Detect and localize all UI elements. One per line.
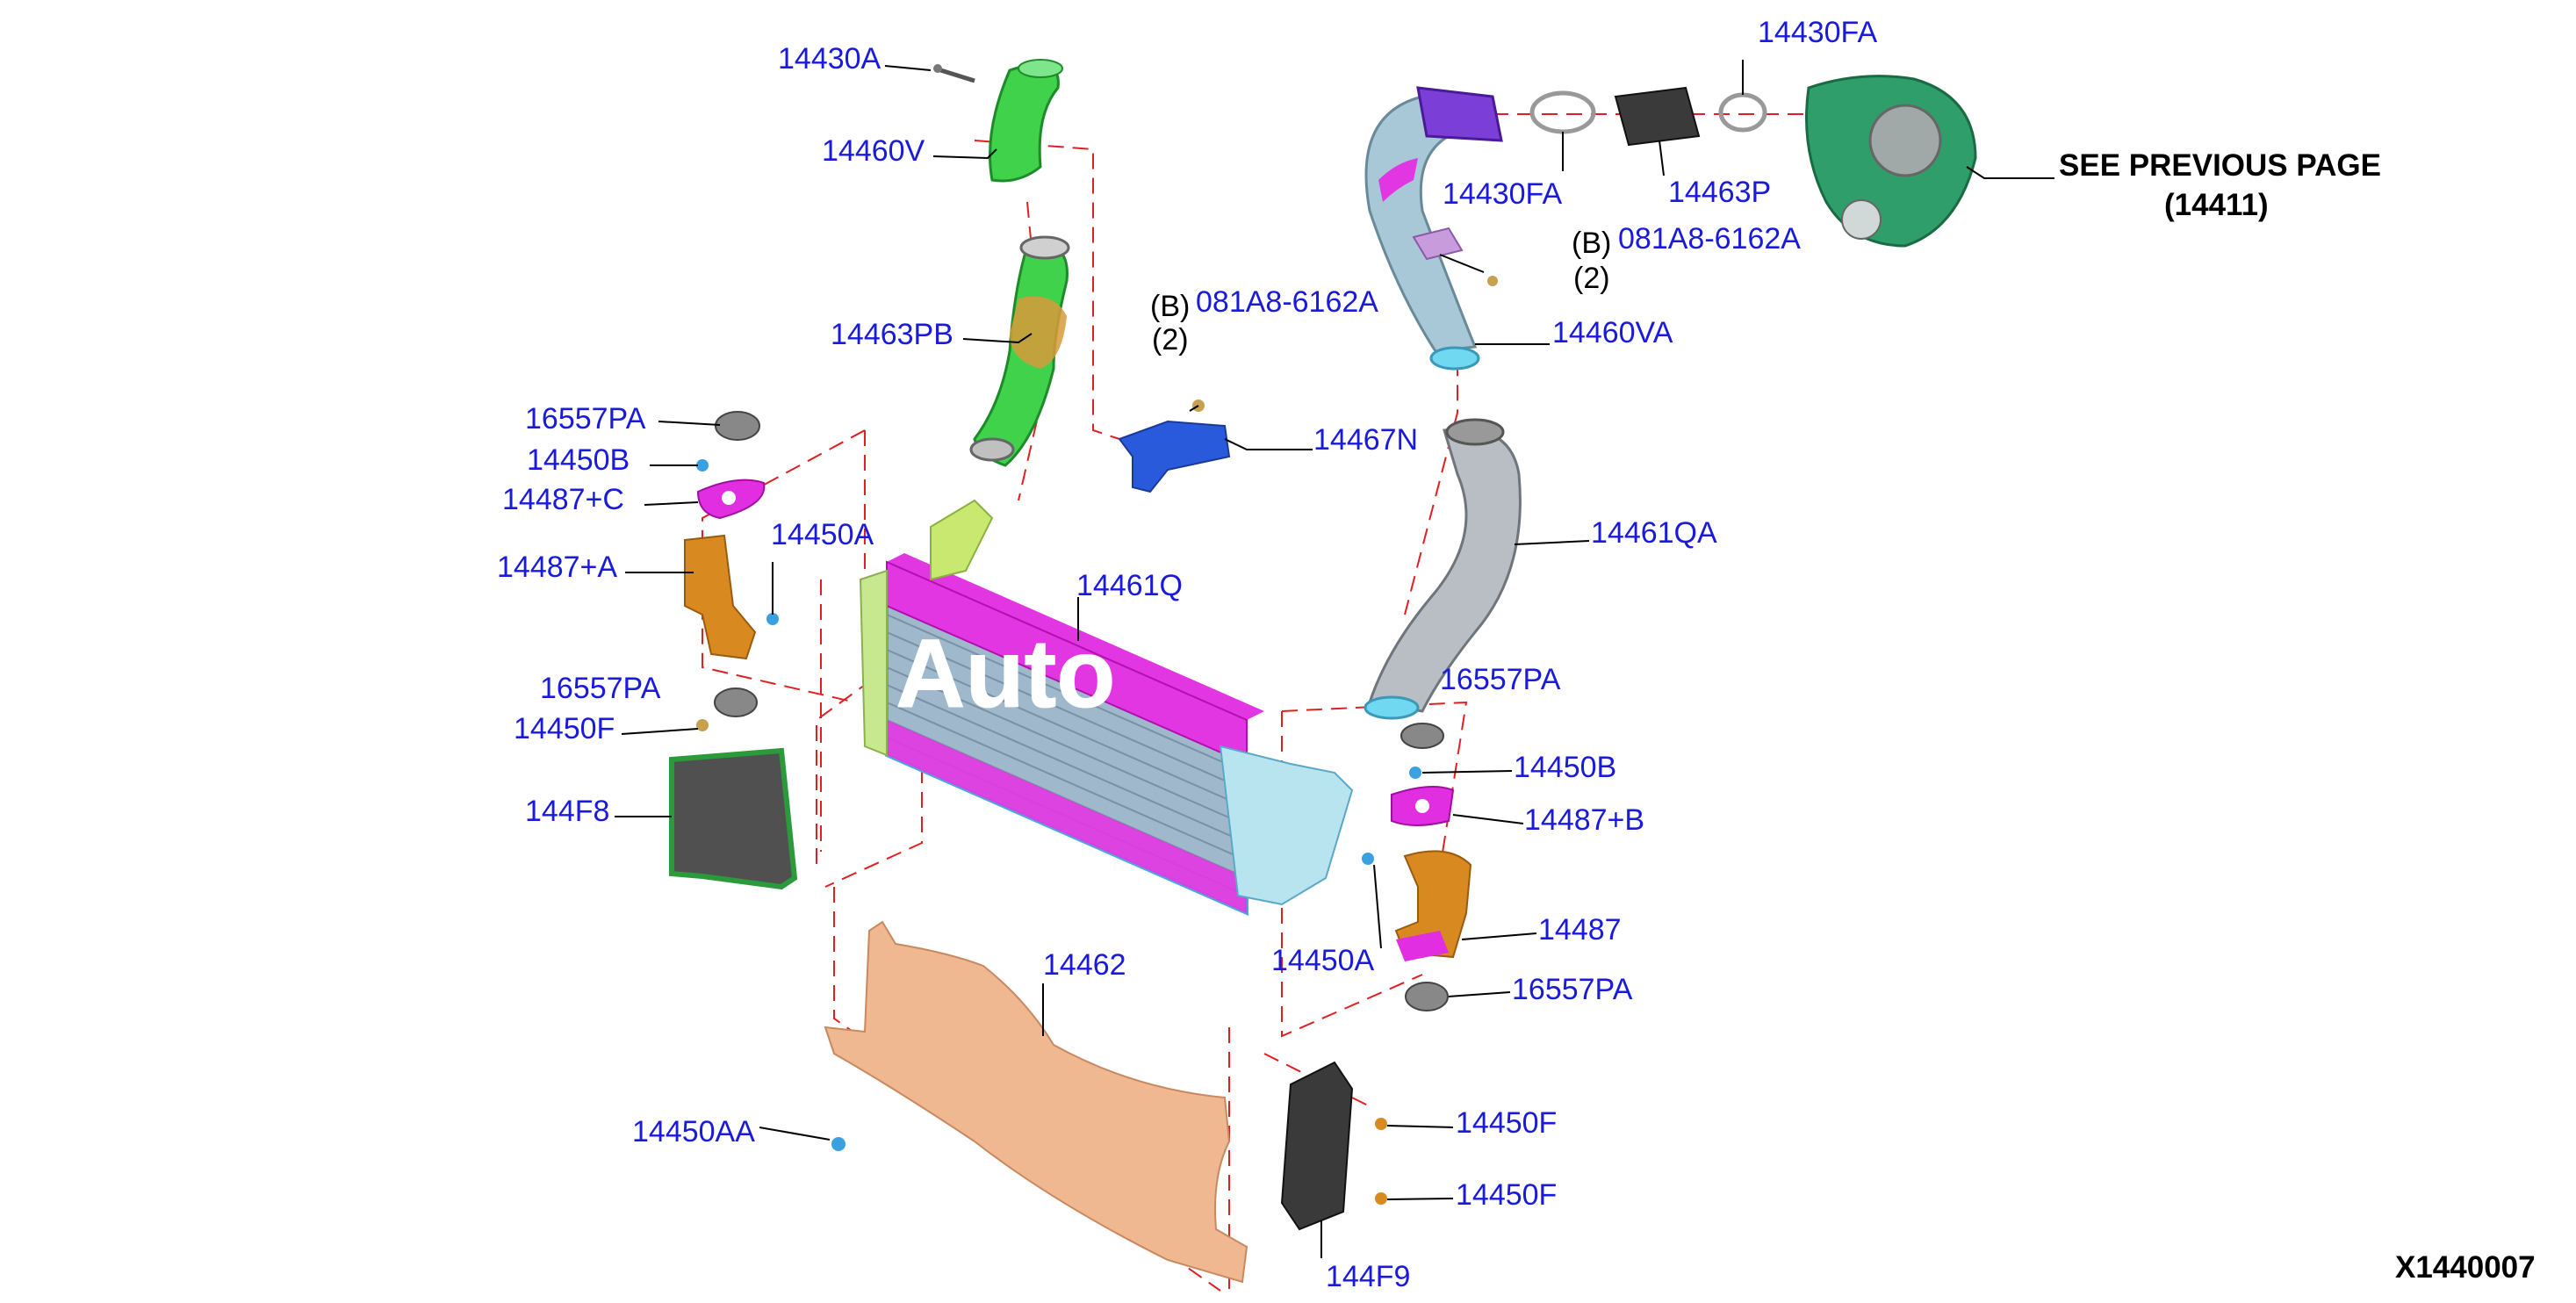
sleeve-purple[interactable] [1416, 86, 1503, 142]
panel-144F9[interactable] [1280, 1061, 1354, 1231]
label-14463P[interactable]: 14463P [1668, 176, 1771, 209]
label-16557PA-left-bottom[interactable]: 16557PA [540, 672, 661, 705]
label-14460VA[interactable]: 14460VA [1552, 316, 1673, 349]
tube-14460VA[interactable] [1364, 95, 1480, 371]
bracket-14487B[interactable] [1391, 786, 1455, 826]
label-14467N[interactable]: 14467N [1313, 423, 1418, 457]
isolator-16557PA-right-bottom[interactable] [1405, 982, 1449, 1011]
clamp-14430FA-b[interactable] [1718, 92, 1767, 133]
label-081A8-left[interactable]: 081A8-6162A [1196, 285, 1378, 319]
intercooler-14461Q[interactable] [859, 499, 1354, 917]
label-14450A-right[interactable]: 14450A [1271, 944, 1375, 977]
label-14450F-right-1[interactable]: 14450F [1456, 1106, 1557, 1140]
label-144F8[interactable]: 144F8 [525, 795, 609, 828]
bolt-14450F-right-2[interactable] [1375, 1192, 1387, 1205]
label-14462[interactable]: 14462 [1043, 948, 1126, 982]
leader-lines [615, 60, 2054, 1258]
label-14460V[interactable]: 14460V [822, 134, 925, 168]
label-14430FA-top[interactable]: 14430FA [1758, 16, 1877, 49]
label-16557PA-right-top[interactable]: 16557PA [1440, 663, 1561, 696]
label-14461Q[interactable]: 14461Q [1076, 569, 1183, 602]
label-14450AA[interactable]: 14450AA [632, 1115, 755, 1148]
label-14450B-left[interactable]: 14450B [527, 443, 630, 477]
panel-144F8[interactable] [669, 747, 798, 890]
watermark: Auto [896, 620, 1115, 728]
screw-14430A[interactable] [933, 64, 975, 83]
hose-14463PB[interactable] [969, 235, 1070, 467]
bolt-14450B-left[interactable] [696, 459, 709, 472]
bolt-14450A-right[interactable] [1362, 853, 1374, 865]
label-14450F-left[interactable]: 14450F [514, 712, 615, 745]
label-16557PA-left-top[interactable]: 16557PA [525, 402, 646, 436]
tube-14461QA[interactable] [1364, 418, 1522, 720]
label-144F9[interactable]: 144F9 [1326, 1260, 1410, 1293]
label-14463PB[interactable]: 14463PB [831, 318, 953, 351]
bracket-14487A[interactable] [684, 534, 757, 660]
label-081A8-right[interactable]: 081A8-6162A [1618, 222, 1801, 256]
bolt-14450B-right[interactable] [1409, 767, 1421, 779]
label-14430FA-mid[interactable]: 14430FA [1443, 177, 1562, 211]
label-B-right: (B) [1572, 227, 1611, 260]
label-14487B[interactable]: 14487+B [1524, 803, 1644, 837]
bracket-14487C[interactable] [696, 479, 766, 520]
label-B-left: (B) [1150, 290, 1190, 323]
label-14450A-left[interactable]: 14450A [771, 518, 874, 551]
label-14487[interactable]: 14487 [1538, 913, 1622, 947]
label-14450B-right[interactable]: 14450B [1514, 751, 1616, 784]
figure-code: X1440007 [2395, 1250, 2536, 1285]
hose-14463P[interactable] [1614, 86, 1701, 147]
isolator-16557PA-left-top[interactable] [715, 411, 760, 441]
clamp-14430FA-a[interactable] [1529, 90, 1596, 134]
deflector-14462[interactable] [824, 920, 1248, 1284]
bolt-14450AA[interactable] [831, 1137, 845, 1151]
label-14461QA[interactable]: 14461QA [1591, 516, 1717, 550]
label-14450F-right-2[interactable]: 14450F [1456, 1178, 1557, 1212]
label-qty-right: (2) [1573, 262, 1610, 295]
bolt-14450F-left[interactable] [696, 719, 709, 731]
label-14487A[interactable]: 14487+A [497, 551, 617, 584]
turbocharger[interactable] [1805, 75, 1977, 248]
see-previous-page: SEE PREVIOUS PAGE [2059, 148, 2381, 183]
bracket-mount-right[interactable] [1412, 227, 1498, 286]
bolt-14450F-right-1[interactable] [1375, 1118, 1387, 1130]
label-14487C[interactable]: 14487+C [502, 483, 624, 516]
label-16557PA-right-bottom[interactable]: 16557PA [1512, 973, 1633, 1006]
bolt-14450A-left[interactable] [766, 613, 779, 625]
bracket-14467N[interactable] [1118, 400, 1231, 493]
part-labels: 14430A 14460V 14463PB 16557PA 14450B 144… [497, 16, 2536, 1293]
hose-14460V[interactable] [989, 59, 1063, 183]
isolator-16557PA-left-bottom[interactable] [714, 687, 758, 717]
see-previous-page-ref: (14411) [2164, 188, 2269, 222]
isolator-16557PA-right-top[interactable] [1400, 723, 1444, 749]
label-14430A[interactable]: 14430A [778, 42, 881, 76]
label-qty-left: (2) [1152, 323, 1189, 356]
bracket-14487[interactable] [1394, 850, 1472, 961]
